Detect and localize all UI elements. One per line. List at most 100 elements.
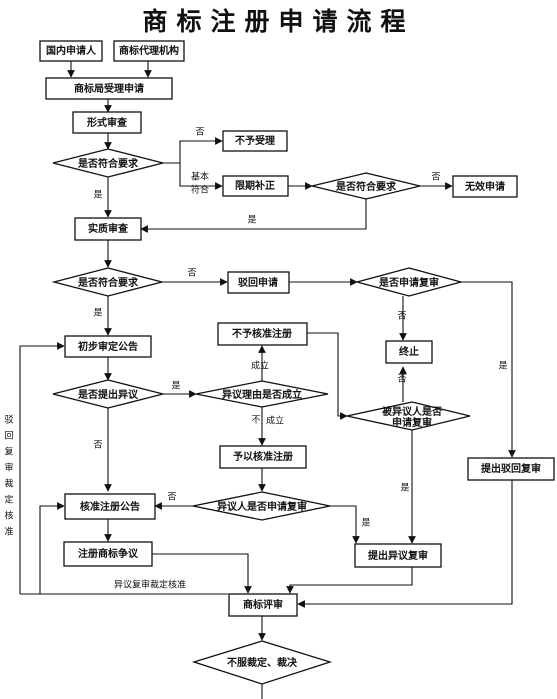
label-objraised-yes: 是 xyxy=(171,381,180,392)
node-apply-review xyxy=(354,267,464,297)
node-domestic-applicant-label: 国内申请人 xyxy=(46,44,97,57)
node-objection-raised-label: 是否提出异议 xyxy=(77,388,139,401)
label-objector-yes: 是 xyxy=(361,518,370,529)
side-char: 裁 xyxy=(4,478,13,490)
node-terminate-label: 终止 xyxy=(399,345,419,358)
label-basic-2: 符合 xyxy=(191,184,209,196)
edge-submitobj-trab xyxy=(286,567,413,594)
node-opposed-review-label-1: 被异议人是否 xyxy=(382,405,442,418)
node-correct-in-time-label: 限期补正 xyxy=(235,179,275,192)
label-opposed-yes: 是 xyxy=(400,483,409,494)
node-unsatisfied-label: 不服裁定、裁决 xyxy=(227,656,298,669)
node-unsatisfied xyxy=(191,640,333,685)
node-reject-accept-label: 不予受理 xyxy=(235,134,275,147)
label-apply-no: 否 xyxy=(397,311,406,322)
label-objector-no: 否 xyxy=(167,492,176,503)
node-office-accepts xyxy=(45,77,173,100)
node-meets-req-1 xyxy=(52,148,164,178)
node-invalid-label: 无效申请 xyxy=(464,180,505,193)
label-opposed-no: 否 xyxy=(397,374,406,385)
node-not-approve-reg-label: 不予核准注册 xyxy=(232,327,292,340)
label-objvalid-valid2: 成立 xyxy=(266,415,284,427)
node-approve-reg-1 xyxy=(219,445,307,469)
node-invalid xyxy=(452,175,518,198)
side-char: 回 xyxy=(4,431,13,442)
edge-meets1-correct xyxy=(179,163,223,190)
node-correct-in-time xyxy=(222,175,289,197)
node-submit-obj-review-label: 提出异议复审 xyxy=(368,549,428,562)
node-apply-review-label: 是否申请复审 xyxy=(378,276,439,289)
side-char: 定 xyxy=(4,494,13,506)
edge-apply-submitreject xyxy=(461,281,516,458)
node-opposed-review-label-2: 申请复审 xyxy=(392,416,432,429)
node-submit-obj-review xyxy=(354,543,442,568)
label-basic-1: 基本 xyxy=(191,171,209,183)
node-agency-label: 商标代理机构 xyxy=(119,44,179,57)
node-objector-review xyxy=(192,491,331,521)
edge-labels: 否 基本 符合 否 是 是 否 否 是 是 是 否 成立 不 成立 否 是 否 … xyxy=(93,127,507,591)
node-reject-accept xyxy=(222,130,288,152)
node-approve-reg-1-label: 予以核准注册 xyxy=(233,450,293,463)
node-meets-req-3 xyxy=(51,267,165,297)
node-objector-review-label: 异议人是否申请复审 xyxy=(217,500,307,513)
edge-submitreject-trab xyxy=(297,480,513,608)
node-submit-reject-review-label: 提出驳回复审 xyxy=(481,462,541,475)
node-meets-req-2 xyxy=(311,172,421,200)
node-dispute-label: 注册商标争议 xyxy=(78,547,139,560)
node-meets-req-1-label: 是否符合要求 xyxy=(77,157,139,170)
label-objraised-no: 否 xyxy=(93,440,102,451)
label-objvalid-not: 不 xyxy=(251,415,260,426)
node-submit-reject-review xyxy=(467,457,555,481)
edge-meets1-reject xyxy=(163,137,223,164)
node-objection-valid xyxy=(195,380,329,408)
node-objection-valid-label: 异议理由是否成立 xyxy=(222,388,302,401)
node-terminate xyxy=(385,340,433,364)
side-char: 驳 xyxy=(4,415,13,426)
node-approve-announce xyxy=(64,493,156,520)
node-objection-raised xyxy=(52,379,164,409)
label-meets3-no: 否 xyxy=(187,268,196,279)
label-apply-yes: 是 xyxy=(498,361,507,372)
label-meets1-yes: 是 xyxy=(93,190,102,201)
side-char: 准 xyxy=(4,527,13,538)
edge-meets2-substantive xyxy=(140,199,367,233)
node-prelim-announce-label: 初步审定公告 xyxy=(78,340,138,353)
edge-trab-prelim-verdict xyxy=(19,342,65,594)
node-dispute xyxy=(63,541,153,567)
node-trab-review xyxy=(228,593,298,617)
node-substantive-review-label: 实质审查 xyxy=(88,222,129,235)
node-office-accepts-label: 商标局受理申请 xyxy=(74,82,144,95)
node-rejection xyxy=(227,271,290,294)
node-approve-announce-label: 核准注册公告 xyxy=(80,500,140,513)
label-meets1-no: 否 xyxy=(195,127,204,138)
node-rejection-label: 驳回申请 xyxy=(238,276,278,289)
side-text: 驳 回 复 审 裁 定 核 准 xyxy=(4,415,13,538)
label-meets2-no: 否 xyxy=(431,172,440,183)
side-char: 核 xyxy=(4,510,13,522)
node-trab-review-label: 商标评审 xyxy=(243,598,283,611)
node-meets-req-2-label: 是否符合要求 xyxy=(335,180,397,193)
edge-dispute-trab xyxy=(152,553,252,594)
node-substantive-review xyxy=(74,217,142,241)
node-agency xyxy=(113,40,185,62)
edges xyxy=(19,61,516,699)
node-meets-req-3-label: 是否符合要求 xyxy=(77,276,139,289)
node-domestic-applicant xyxy=(39,40,103,62)
node-formal-review-label: 形式审查 xyxy=(87,116,128,129)
label-meets3-yes: 是 xyxy=(93,308,102,319)
node-formal-review xyxy=(72,111,142,134)
node-prelim-announce xyxy=(64,335,152,358)
page-title: 商标注册申请流程 xyxy=(142,7,415,36)
label-meets2-yes: 是 xyxy=(247,215,256,226)
side-char: 审 xyxy=(4,462,13,474)
label-obj-review-verdict: 异议复审裁定核准 xyxy=(114,579,186,591)
node-not-approve-reg xyxy=(217,322,308,346)
side-char: 复 xyxy=(4,446,13,458)
node-opposed-review xyxy=(346,401,471,431)
edge-trab-approve-verdict xyxy=(39,502,228,595)
edge-notapprove-opposed xyxy=(307,332,348,420)
label-objvalid-valid: 成立 xyxy=(251,360,269,372)
edge-objector-submitobj xyxy=(330,505,360,544)
